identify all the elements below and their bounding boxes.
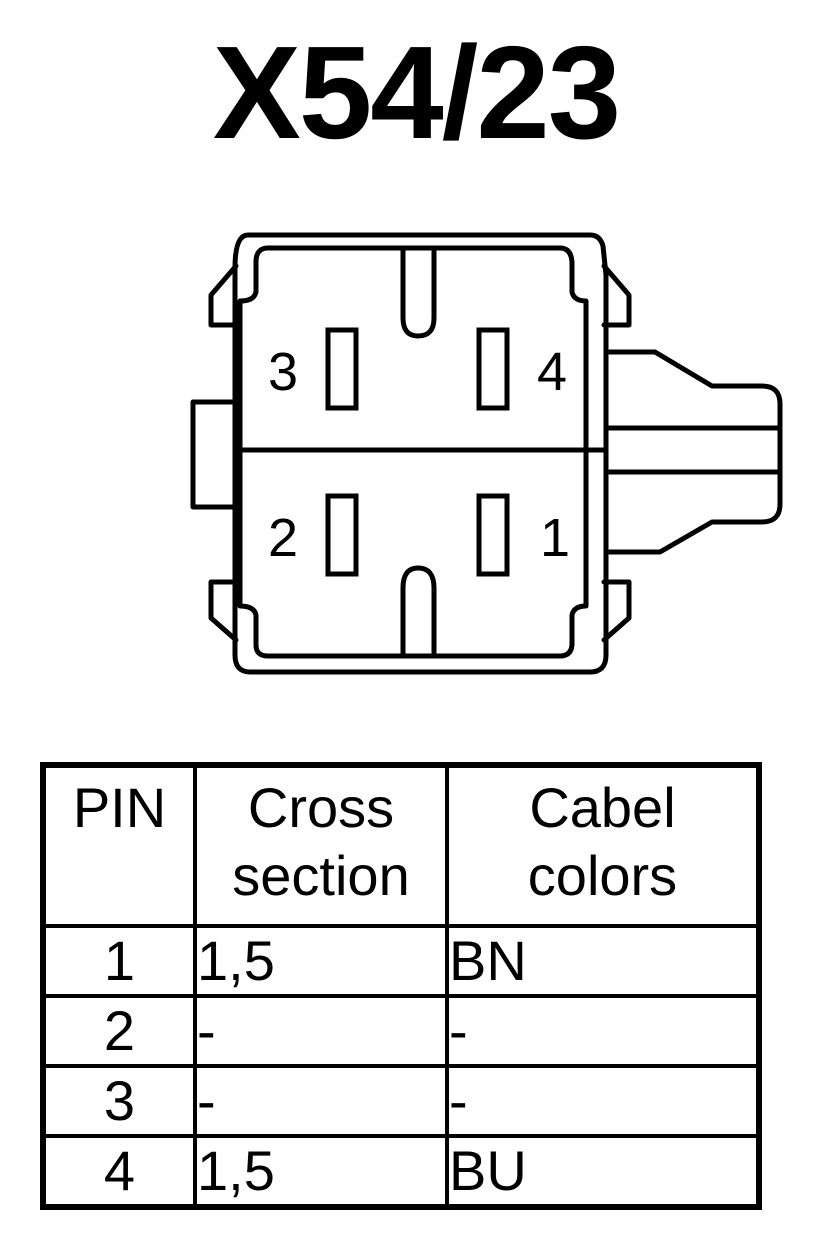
cell-pin: 2 [41, 994, 197, 1068]
pin-3-label: 3 [268, 342, 298, 402]
cell-cable-color: BU [445, 1134, 761, 1209]
pin-assignment-table: PIN Cross section Cabel colors 1 1,5 BN … [40, 762, 762, 1210]
latch-bottom-left [208, 579, 239, 643]
table-row: 2 - - [41, 994, 761, 1068]
pin-1-contact [476, 493, 510, 577]
table-header-row: PIN Cross section Cabel colors [41, 763, 761, 928]
header-pin: PIN [41, 763, 197, 928]
table-row: 3 - - [41, 1064, 761, 1138]
pin-2-contact [325, 493, 359, 577]
cell-pin: 1 [41, 924, 197, 998]
pin-1-label: 1 [540, 508, 570, 568]
pin-4-contact [476, 327, 510, 411]
connector-diagram: 3 4 2 1 [190, 232, 783, 675]
cell-cable-color: BN [445, 924, 761, 998]
pin-3-contact [325, 327, 359, 411]
header-cable-colors: Cabel colors [445, 763, 761, 928]
inner-panel [237, 245, 589, 659]
cell-cross-section: 1,5 [193, 924, 449, 998]
cable-exit [603, 349, 783, 555]
left-tab [190, 399, 239, 510]
cell-cable-color: - [445, 1064, 761, 1138]
cell-pin: 3 [41, 1064, 197, 1138]
cell-cross-section: - [193, 994, 449, 1068]
bottom-keying-slot [400, 565, 437, 659]
pin-2-label: 2 [268, 508, 298, 568]
cell-cross-section: - [193, 1064, 449, 1138]
housing-outline [232, 232, 609, 675]
header-cross-section: Cross section [193, 763, 449, 928]
table-row: 4 1,5 BU [41, 1134, 761, 1209]
latch-top-left [208, 263, 239, 328]
cell-cross-section: 1,5 [193, 1134, 449, 1209]
cell-cable-color: - [445, 994, 761, 1068]
latch-bottom-right [601, 579, 632, 643]
connector-title: X54/23 [212, 19, 621, 166]
table-row: 1 1,5 BN [41, 924, 761, 998]
latch-top-right [601, 263, 632, 328]
pin-4-label: 4 [537, 342, 567, 402]
cell-pin: 4 [41, 1134, 197, 1209]
top-keying-slot [400, 247, 437, 339]
